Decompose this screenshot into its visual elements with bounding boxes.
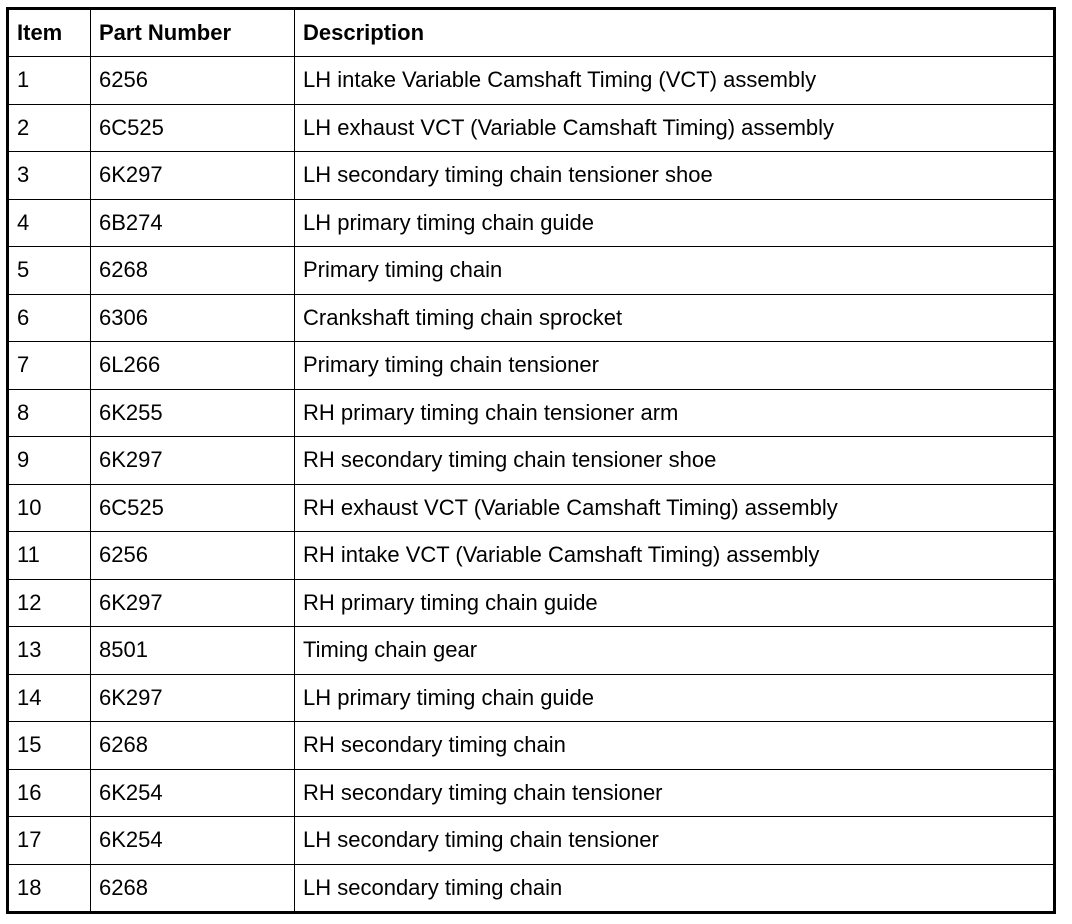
cell-part-number: 6K297 (90, 673, 295, 722)
cell-part-number: 6L266 (90, 341, 295, 390)
cell-part-number: 6306 (90, 293, 295, 342)
cell-item: 14 (7, 673, 91, 722)
cell-item: 2 (7, 103, 91, 152)
cell-item: 5 (7, 246, 91, 295)
cell-part-number: 6268 (90, 246, 295, 295)
header-description: Description (294, 8, 1055, 57)
cell-item: 15 (7, 721, 91, 770)
cell-description: LH primary timing chain guide (294, 673, 1055, 722)
cell-part-number: 8501 (90, 626, 295, 675)
table-header: Item Part Number Description (7, 8, 1055, 57)
cell-description: LH secondary timing chain tensioner shoe (294, 151, 1055, 200)
cell-item: 18 (7, 863, 91, 913)
cell-description: RH exhaust VCT (Variable Camshaft Timing… (294, 483, 1055, 532)
cell-item: 12 (7, 578, 91, 627)
cell-item: 16 (7, 768, 91, 817)
cell-description: RH secondary timing chain tensioner shoe (294, 436, 1055, 485)
cell-description: LH intake Variable Camshaft Timing (VCT)… (294, 56, 1055, 105)
cell-item: 7 (7, 341, 91, 390)
cell-part-number: 6K254 (90, 768, 295, 817)
cell-description: LH secondary timing chain (294, 863, 1055, 913)
cell-item: 9 (7, 436, 91, 485)
cell-part-number: 6268 (90, 721, 295, 770)
cell-description: RH primary timing chain tensioner arm (294, 388, 1055, 437)
cell-part-number: 6B274 (90, 198, 295, 247)
cell-part-number: 6K255 (90, 388, 295, 437)
cell-item: 13 (7, 626, 91, 675)
cell-description: RH secondary timing chain tensioner (294, 768, 1055, 817)
cell-description: Primary timing chain (294, 246, 1055, 295)
cell-item: 11 (7, 531, 91, 580)
cell-description: LH exhaust VCT (Variable Camshaft Timing… (294, 103, 1055, 152)
cell-part-number: 6256 (90, 531, 295, 580)
cell-description: RH primary timing chain guide (294, 578, 1055, 627)
header-row: Item Part Number Description (7, 8, 1055, 57)
cell-description: LH secondary timing chain tensioner (294, 816, 1055, 865)
cell-description: RH secondary timing chain (294, 721, 1055, 770)
header-part-number: Part Number (90, 8, 295, 57)
cell-item: 10 (7, 483, 91, 532)
cell-item: 17 (7, 816, 91, 865)
cell-description: LH primary timing chain guide (294, 198, 1055, 247)
cell-description: Timing chain gear (294, 626, 1055, 675)
cell-part-number: 6C525 (90, 103, 295, 152)
cell-item: 8 (7, 388, 91, 437)
cell-item: 4 (7, 198, 91, 247)
cell-item: 3 (7, 151, 91, 200)
cell-item: 1 (7, 56, 91, 105)
cell-item: 6 (7, 293, 91, 342)
cell-description: Crankshaft timing chain sprocket (294, 293, 1055, 342)
cell-part-number: 6256 (90, 56, 295, 105)
cell-part-number: 6C525 (90, 483, 295, 532)
cell-description: Primary timing chain tensioner (294, 341, 1055, 390)
cell-part-number: 6K297 (90, 578, 295, 627)
cell-part-number: 6268 (90, 863, 295, 913)
cell-description: RH intake VCT (Variable Camshaft Timing)… (294, 531, 1055, 580)
cell-part-number: 6K297 (90, 151, 295, 200)
header-item: Item (7, 8, 91, 57)
cell-part-number: 6K254 (90, 816, 295, 865)
cell-part-number: 6K297 (90, 436, 295, 485)
